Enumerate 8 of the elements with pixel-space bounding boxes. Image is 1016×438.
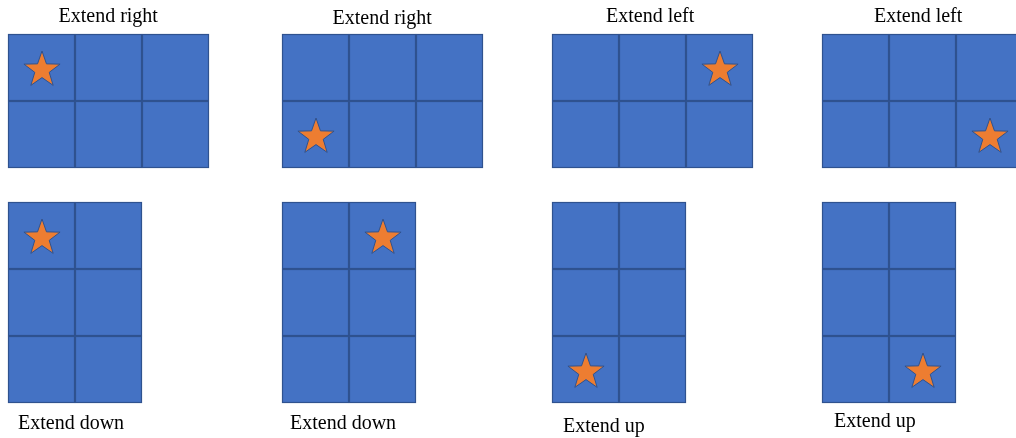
- caption-text: Extend up: [834, 409, 916, 431]
- caption-text: Extend right: [332, 6, 432, 28]
- caption-text: Extend up: [563, 414, 645, 436]
- caption-text: Extend down: [290, 411, 397, 433]
- caption-text: Extend right: [58, 4, 158, 26]
- caption-text: Extend left: [874, 4, 963, 26]
- caption-text: Extend down: [18, 411, 125, 433]
- caption-text: Extend left: [606, 4, 695, 26]
